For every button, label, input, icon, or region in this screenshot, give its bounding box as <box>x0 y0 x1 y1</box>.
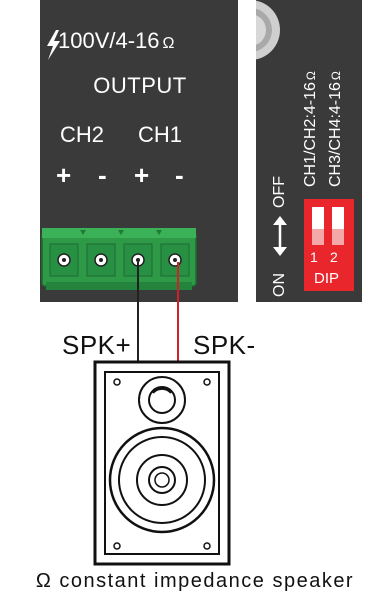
spk-plus-label: SPK+ <box>62 330 132 360</box>
ch1-positive: + <box>134 160 150 190</box>
output-label: OUTPUT <box>93 73 187 98</box>
spk-minus-label: SPK- <box>193 330 256 360</box>
up-down-arrow-icon <box>273 216 287 256</box>
lightning-bolt-icon <box>47 30 60 60</box>
speaker-caption: Ω constant impedance speaker <box>35 570 355 592</box>
channel-2-label: CH2 <box>60 122 105 147</box>
channel-1-label: CH1 <box>138 122 183 147</box>
dip-number-1: 1 <box>310 249 318 265</box>
jack-socket-icon <box>256 0 280 60</box>
ch2-negative: - <box>98 160 107 190</box>
ch1-negative: - <box>175 160 184 190</box>
speaker-cabinet-icon <box>93 360 231 566</box>
dip-switch <box>304 199 354 291</box>
dip-label: DIP <box>314 270 340 287</box>
dip-number-2: 2 <box>330 249 338 265</box>
ch2-positive: + <box>56 160 72 190</box>
